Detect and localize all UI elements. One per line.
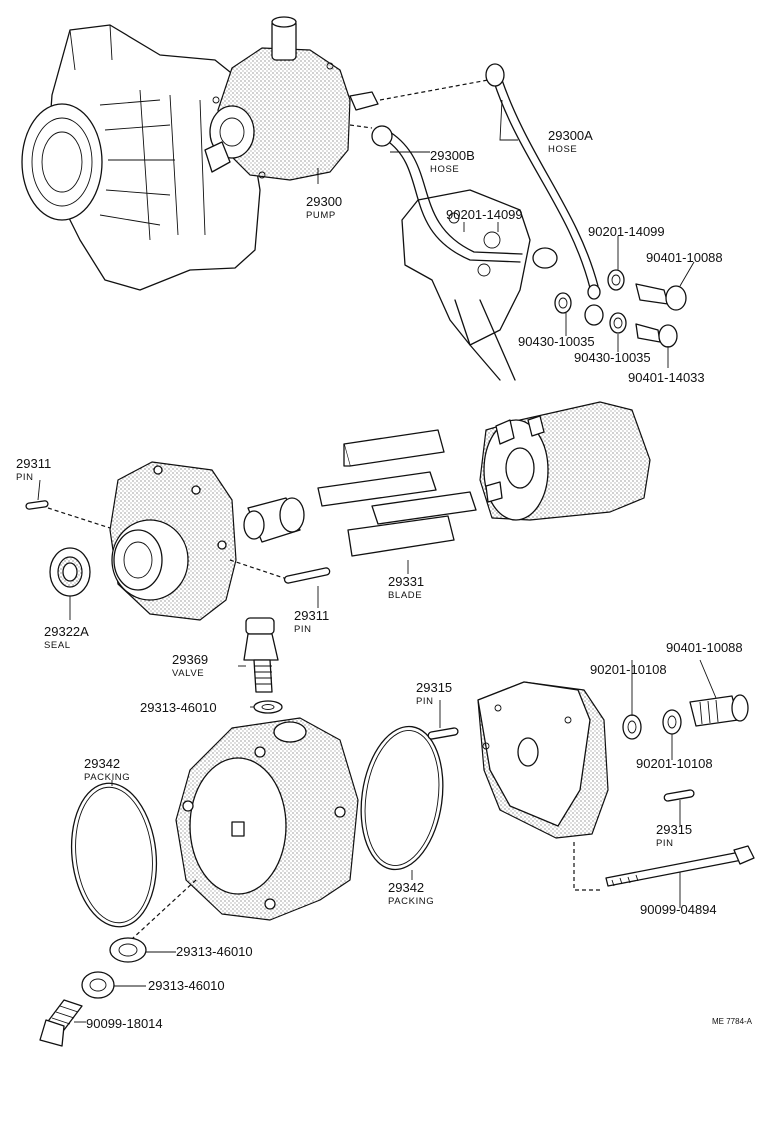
hose-29300A bbox=[485, 63, 601, 300]
label-washer-bottom-1: 29313-46010 bbox=[176, 944, 253, 959]
pump-front-housing bbox=[109, 461, 237, 621]
label-blade-name: BLADE bbox=[388, 590, 422, 601]
union-bolt-90099-18014 bbox=[39, 999, 83, 1047]
label-pin-right-number: 29315 bbox=[656, 822, 692, 837]
label-pin-left-name: PIN bbox=[16, 472, 34, 483]
label-pin-cover-name: PIN bbox=[416, 696, 434, 707]
pin-29311-left bbox=[25, 500, 49, 510]
figure-code: ME 7784-A bbox=[712, 1017, 753, 1026]
bushing bbox=[243, 497, 305, 543]
pin-29311-mid bbox=[283, 567, 331, 584]
label-union-bolt: 90099-18014 bbox=[86, 1016, 163, 1031]
washer-29313-valve bbox=[253, 700, 283, 714]
label-packing-right-name: PACKING bbox=[388, 896, 434, 907]
label-hose-29300A-number: 29300A bbox=[548, 128, 593, 143]
label-seal-name: SEAL bbox=[44, 640, 71, 651]
pump-rear-housing bbox=[175, 717, 359, 921]
pin-29315-right bbox=[663, 789, 695, 802]
washer-29313-bottom-1 bbox=[109, 937, 147, 963]
label-packing-left-number: 29342 bbox=[84, 756, 120, 771]
label-seal-number: 29322A bbox=[44, 624, 89, 639]
leader-dash bbox=[379, 79, 489, 101]
label-pin-mid-number: 29311 bbox=[294, 608, 329, 623]
label-gasket-left: 90430-10035 bbox=[518, 334, 595, 349]
label-bolt-cover: 90401-10088 bbox=[666, 640, 743, 655]
label-washer-cover-left: 90201-10108 bbox=[590, 662, 667, 677]
alternator bbox=[21, 24, 261, 291]
label-pin-cover-number: 29315 bbox=[416, 680, 452, 695]
leader-lines bbox=[37, 99, 717, 1023]
leader-dash bbox=[349, 124, 373, 129]
label-pin-mid-name: PIN bbox=[294, 624, 312, 635]
packing-29342-right bbox=[360, 725, 444, 871]
seal-29322A bbox=[49, 547, 91, 597]
label-washer-top-left: 90201-14099 bbox=[446, 207, 523, 222]
hose-29300B bbox=[371, 125, 558, 269]
cover-washers-bolt bbox=[622, 694, 749, 740]
rotor bbox=[479, 401, 651, 521]
label-valve-name: VALVE bbox=[172, 668, 204, 679]
label-packing-right-number: 29342 bbox=[388, 880, 424, 895]
pin-29315-cover bbox=[427, 727, 459, 740]
leader-dash bbox=[47, 507, 111, 529]
top-washers-bolts bbox=[554, 269, 687, 348]
packing-29342-left bbox=[70, 782, 158, 928]
engine-bracket bbox=[401, 189, 531, 381]
label-valve-number: 29369 bbox=[172, 652, 208, 667]
label-hose-29300B-name: HOSE bbox=[430, 164, 459, 175]
label-gasket-right: 90430-10035 bbox=[574, 350, 651, 365]
vacuum-pump-assembly bbox=[204, 16, 379, 181]
label-blade-number: 29331 bbox=[388, 574, 424, 589]
label-packing-left-name: PACKING bbox=[84, 772, 130, 783]
label-pin-left-number: 29311 bbox=[16, 456, 51, 471]
label-bolt-top: 90401-10088 bbox=[646, 250, 723, 265]
valve-29369 bbox=[243, 617, 279, 693]
label-washer-top-right: 90201-14099 bbox=[588, 224, 665, 239]
label-long-bolt: 90099-04894 bbox=[640, 902, 717, 917]
label-washer-bottom-2: 29313-46010 bbox=[148, 978, 225, 993]
label-bolt-lower: 90401-14033 bbox=[628, 370, 705, 385]
washer-29313-bottom-2 bbox=[81, 971, 115, 999]
blades-29331 bbox=[317, 429, 477, 557]
label-valve-washer: 29313-46010 bbox=[140, 700, 217, 715]
label-pump-name: PUMP bbox=[306, 210, 336, 221]
leader-dash bbox=[229, 559, 291, 581]
rear-cover-plate bbox=[477, 681, 609, 839]
label-pin-right-name: PIN bbox=[656, 838, 674, 849]
leader-dash bbox=[573, 842, 602, 891]
label-hose-29300B-number: 29300B bbox=[430, 148, 475, 163]
label-washer-cover-right: 90201-10108 bbox=[636, 756, 713, 771]
label-hose-29300A-name: HOSE bbox=[548, 144, 577, 155]
long-bolt-90099-04894 bbox=[605, 845, 755, 887]
label-pump-number: 29300 bbox=[306, 194, 342, 209]
